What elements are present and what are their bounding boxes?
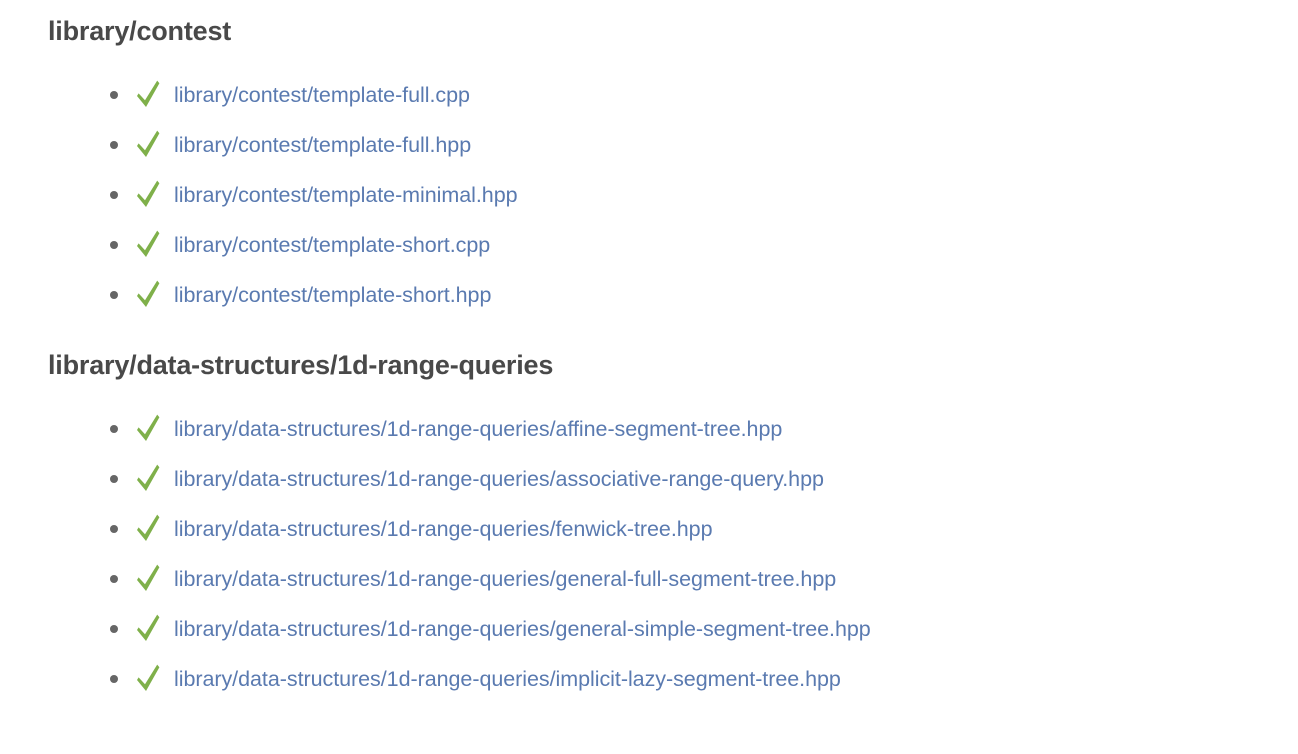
green-check-icon	[134, 461, 162, 497]
green-check-icon	[134, 561, 162, 597]
file-list-1: library/data-structures/1d-range-queries…	[48, 404, 1298, 704]
green-check-icon	[134, 411, 162, 447]
sections-container: library/contest library/contest/template…	[48, 14, 1298, 704]
list-item-0-3: library/contest/template-short.cpp	[48, 220, 1298, 270]
file-path-link[interactable]: library/data-structures/1d-range-queries…	[174, 467, 824, 491]
list-item-1-2: library/data-structures/1d-range-queries…	[48, 504, 1298, 554]
green-check-icon	[134, 177, 162, 213]
bullet-icon	[110, 141, 118, 149]
bullet-icon	[110, 625, 118, 633]
bullet-icon	[110, 675, 118, 683]
file-path-link[interactable]: library/data-structures/1d-range-queries…	[174, 617, 871, 641]
list-item-1-0: library/data-structures/1d-range-queries…	[48, 404, 1298, 454]
green-check-icon	[134, 611, 162, 647]
file-section: library/data-structures/1d-range-queries…	[48, 348, 1298, 704]
section-heading-1: library/data-structures/1d-range-queries	[48, 350, 554, 380]
list-item-0-1: library/contest/template-full.hpp	[48, 120, 1298, 170]
list-item-1-1: library/data-structures/1d-range-queries…	[48, 454, 1298, 504]
list-item-0-4: library/contest/template-short.hpp	[48, 270, 1298, 320]
file-section: library/contest library/contest/template…	[48, 14, 1298, 320]
file-path-link[interactable]: library/data-structures/1d-range-queries…	[174, 667, 841, 691]
bullet-icon	[110, 91, 118, 99]
file-path-link[interactable]: library/contest/template-short.hpp	[174, 283, 492, 307]
section-heading-0: library/contest	[48, 16, 232, 46]
green-check-icon	[134, 277, 162, 313]
section-spacer	[48, 320, 1298, 348]
bullet-icon	[110, 425, 118, 433]
green-check-icon	[134, 77, 162, 113]
bullet-icon	[110, 475, 118, 483]
file-path-link[interactable]: library/data-structures/1d-range-queries…	[174, 567, 837, 591]
bullet-icon	[110, 241, 118, 249]
green-check-icon	[134, 661, 162, 697]
list-item-1-5: library/data-structures/1d-range-queries…	[48, 654, 1298, 704]
bullet-icon	[110, 191, 118, 199]
list-item-1-3: library/data-structures/1d-range-queries…	[48, 554, 1298, 604]
list-item-0-0: library/contest/template-full.cpp	[48, 70, 1298, 120]
green-check-icon	[134, 511, 162, 547]
bullet-icon	[110, 525, 118, 533]
file-path-link[interactable]: library/contest/template-minimal.hpp	[174, 183, 518, 207]
bullet-icon	[110, 575, 118, 583]
bullet-icon	[110, 291, 118, 299]
list-item-0-2: library/contest/template-minimal.hpp	[48, 170, 1298, 220]
document-content: library/contest library/contest/template…	[48, 14, 1298, 704]
file-path-link[interactable]: library/contest/template-full.cpp	[174, 83, 470, 107]
green-check-icon	[134, 127, 162, 163]
green-check-icon	[134, 227, 162, 263]
file-path-link[interactable]: library/contest/template-full.hpp	[174, 133, 472, 157]
file-path-link[interactable]: library/contest/template-short.cpp	[174, 233, 491, 257]
file-path-link[interactable]: library/data-structures/1d-range-queries…	[174, 417, 783, 441]
file-list-0: library/contest/template-full.cpp librar…	[48, 70, 1298, 320]
file-path-link[interactable]: library/data-structures/1d-range-queries…	[174, 517, 713, 541]
list-item-1-4: library/data-structures/1d-range-queries…	[48, 604, 1298, 654]
